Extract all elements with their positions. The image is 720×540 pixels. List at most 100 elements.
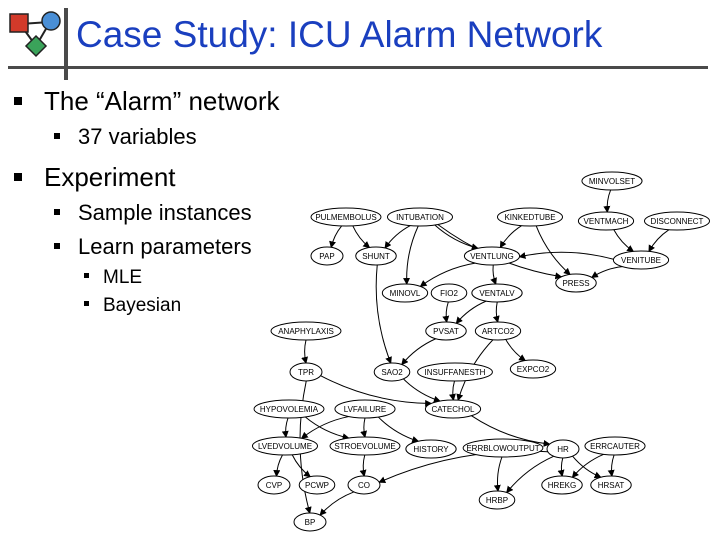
node-ellipse <box>471 283 523 303</box>
node-label: PULMEMBOLUS <box>315 213 376 222</box>
node-hrsat: HRSAT <box>590 475 632 495</box>
edge-ventlung-to-minovl <box>419 262 476 288</box>
node-ellipse <box>355 246 397 266</box>
node-ellipse <box>541 475 583 495</box>
node-disconnect: DISCONNECT <box>644 211 710 231</box>
node-ellipse <box>334 399 396 419</box>
node-ellipse <box>387 207 453 227</box>
edge-co-to-bp <box>319 491 355 516</box>
node-label: TPR <box>298 368 314 377</box>
bullet-square-icon <box>84 301 89 307</box>
edge-pvsat-to-sao2 <box>401 338 436 366</box>
edge-intubation-to-shunt <box>384 225 411 249</box>
node-artco2: ARTCO2 <box>474 321 522 341</box>
edge-hypovolemia-to-stroevolume <box>305 416 350 441</box>
node-history: HISTORY <box>405 439 457 459</box>
node-kinkedtube: KINKEDTUBE <box>497 207 563 227</box>
edge-ventlung-to-ventalv <box>490 264 497 285</box>
bullet-text: Sample instances <box>78 200 252 225</box>
bullet-text: 37 variables <box>78 124 197 149</box>
node-label: CATECHOL <box>432 405 476 414</box>
bullet-square-icon <box>54 243 60 250</box>
node-errcauter: ERRCAUTER <box>584 436 646 456</box>
node-pcwp: PCWP <box>298 475 336 495</box>
edge-hr-to-hrsat <box>572 455 602 479</box>
node-label: EXPCO2 <box>517 365 550 374</box>
edge-venitube-to-ventlung <box>518 251 614 260</box>
bullet-text: Bayesian <box>103 295 182 316</box>
node-ellipse <box>270 321 342 341</box>
node-ellipse <box>555 273 597 293</box>
node-fio2: FIO2 <box>430 283 468 303</box>
node-label: VENITUBE <box>621 256 661 265</box>
node-label: LVFAILURE <box>344 405 387 414</box>
node-ellipse <box>293 512 327 532</box>
node-ellipse <box>417 362 493 382</box>
node-press: PRESS <box>555 273 597 293</box>
node-label: INSUFFANESTH <box>425 368 486 377</box>
node-hypovolemia: HYPOVOLEMIA <box>253 399 325 419</box>
bullet-square-icon <box>14 173 22 182</box>
node-stroevolume: STROEVOLUME <box>329 436 401 456</box>
edge-stroevolume-to-co <box>359 454 367 477</box>
node-label: SAO2 <box>381 368 403 377</box>
edge-errcauter-to-hrekg <box>571 453 604 479</box>
title-horizontal-rule <box>8 66 708 69</box>
edge-errcauter-to-hrsat <box>607 454 615 478</box>
node-label: FIO2 <box>440 289 458 298</box>
node-lvfailure: LVFAILURE <box>334 399 396 419</box>
node-ellipse <box>577 211 635 231</box>
node-label: ARTCO2 <box>482 327 515 336</box>
bullet-experiment: Experiment <box>14 162 176 193</box>
node-ellipse <box>329 436 401 456</box>
node-ellipse <box>463 246 521 266</box>
edge-hr-to-hrekg <box>557 457 565 477</box>
bullet-square-icon <box>14 97 22 106</box>
node-label: MINVOLSET <box>589 177 635 186</box>
node-hrekg: HREKG <box>541 475 583 495</box>
node-ellipse <box>381 283 429 303</box>
bullet-text: Learn parameters <box>78 234 252 259</box>
node-ventlung: VENTLUNG <box>463 246 521 266</box>
edge-ventalv-to-pvsat <box>455 300 487 325</box>
edge-lvfailure-to-lvedvolume <box>300 416 349 439</box>
node-ellipse <box>590 475 632 495</box>
node-insuffanesth: INSUFFANESTH <box>417 362 493 382</box>
node-ellipse <box>310 207 382 227</box>
node-tpr: TPR <box>289 362 323 382</box>
node-label: STROEVOLUME <box>334 442 395 451</box>
node-label: PVSAT <box>433 327 459 336</box>
slide-title: Case Study: ICU Alarm Network <box>76 14 603 55</box>
edge-hr-to-hrbp <box>506 455 554 494</box>
bullet-variables: 37 variables <box>54 124 197 150</box>
bullet-text: MLE <box>103 267 143 288</box>
bullet-text: Experiment <box>44 162 176 192</box>
edge-sao2-to-catechol <box>403 378 441 403</box>
bullet-bayesian: Bayesian <box>84 295 181 317</box>
node-hrbp: HRBP <box>478 490 516 510</box>
node-label: HR <box>557 445 569 454</box>
node-sao2: SAO2 <box>373 362 411 382</box>
node-ellipse <box>430 283 468 303</box>
node-label: VENTMACH <box>584 217 629 226</box>
node-anaphylaxis: ANAPHYLAXIS <box>270 321 342 341</box>
edge-tpr-to-catechol <box>320 375 433 407</box>
node-ellipse <box>612 250 670 270</box>
node-ventmach: VENTMACH <box>577 211 635 231</box>
node-shunt: SHUNT <box>355 246 397 266</box>
node-intubation: INTUBATION <box>387 207 453 227</box>
node-ellipse <box>257 475 291 495</box>
node-label: PRESS <box>562 279 589 288</box>
node-ellipse <box>253 399 325 419</box>
node-ellipse <box>373 362 411 382</box>
node-minvolset: MINVOLSET <box>581 171 643 191</box>
edge-insuffanesth-to-catechol <box>448 380 456 401</box>
node-label: BP <box>305 518 316 527</box>
edge-pulmembolus-to-pap <box>329 225 343 249</box>
node-ellipse <box>581 171 643 191</box>
node-label: VENTALV <box>479 289 515 298</box>
node-ellipse <box>462 438 544 458</box>
node-ellipse <box>509 359 557 379</box>
